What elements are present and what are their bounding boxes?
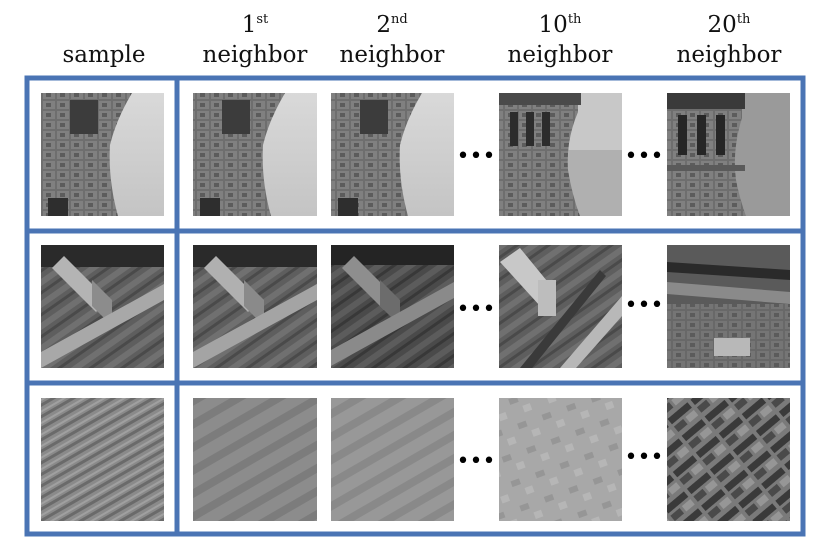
header-twentieth-number: 20th (667, 10, 791, 40)
header-twentieth-digit: 20 (707, 12, 737, 38)
row1-neighbor20-patch (667, 93, 790, 216)
header-second-number: 2nd (331, 10, 453, 40)
row3-ellipsis-b: ••• (625, 445, 664, 470)
row2-neighbor10-patch (499, 245, 622, 368)
row3-sample-patch (41, 398, 164, 521)
row2-neighbor2-patch (331, 245, 454, 368)
header-sample: sample (44, 40, 164, 70)
row1-ellipsis-b: ••• (625, 144, 664, 169)
row1-ellipsis-a: ••• (457, 144, 496, 169)
outer-frame (24, 75, 806, 537)
header-first-number: 1st (194, 10, 316, 40)
row1-neighbor1-patch (193, 93, 317, 216)
row1-neighbor10-patch (499, 93, 622, 216)
header-sample-label: sample (62, 42, 146, 68)
header-twentieth-suffix: th (736, 12, 751, 27)
row3-ellipsis-a: ••• (457, 449, 496, 474)
row1-neighbor2-patch (331, 93, 454, 216)
header-tenth-word: neighbor (507, 42, 613, 68)
row2-ellipsis-b: ••• (625, 293, 664, 318)
header-twentieth-neighbor: 20th neighbor (667, 10, 791, 70)
header-second-digit: 2 (376, 12, 391, 38)
header-tenth-neighbor: 10th neighbor (498, 10, 622, 70)
header-first-neighbor: 1st neighbor (194, 10, 316, 70)
header-second-suffix: nd (390, 12, 408, 27)
row2-sample-patch (41, 245, 164, 368)
row3-neighbor10-patch (499, 398, 622, 521)
header-first-digit: 1 (241, 12, 257, 38)
row2-neighbor20-patch (667, 245, 790, 368)
row3-neighbor2-patch (331, 398, 454, 521)
header-first-suffix: st (256, 12, 269, 27)
header-tenth-number: 10th (498, 10, 622, 40)
row3-neighbor1-patch (193, 398, 317, 521)
header-second-neighbor: 2nd neighbor (331, 10, 453, 70)
header-second-word: neighbor (339, 42, 445, 68)
header-tenth-suffix: th (567, 12, 582, 27)
row2-neighbor1-patch (193, 245, 317, 368)
row2-ellipsis-a: ••• (457, 297, 496, 322)
row1-sample-patch (41, 93, 164, 216)
header-first-word: neighbor (202, 42, 308, 68)
header-tenth-digit: 10 (538, 12, 568, 38)
row3-neighbor20-patch (667, 398, 790, 521)
header-twentieth-word: neighbor (676, 42, 782, 68)
